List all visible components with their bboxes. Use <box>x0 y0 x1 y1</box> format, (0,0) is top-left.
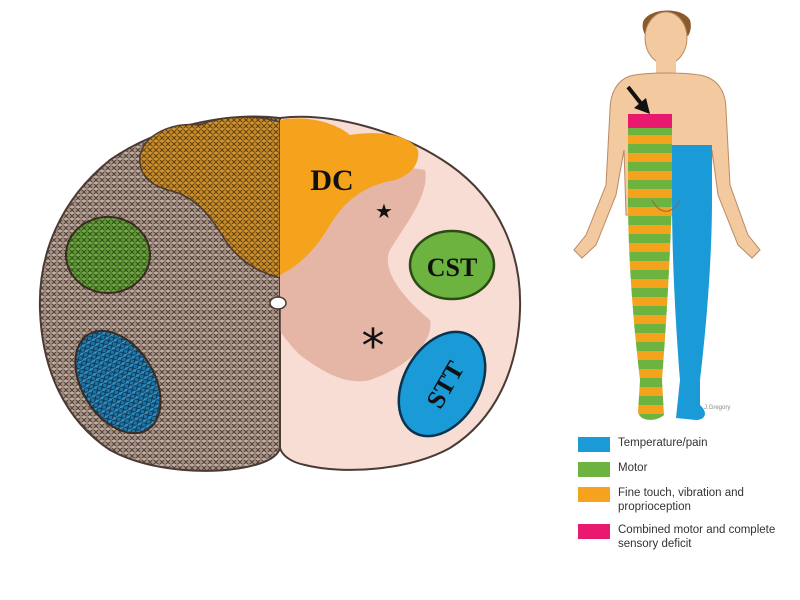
legend-item-combined-deficit: Combined motor and complete sensory defi… <box>578 523 788 551</box>
spinal-cord-right-half <box>280 115 522 471</box>
legend-item-fine-touch: Fine touch, vibration and proprioception <box>578 486 788 514</box>
dorsal-column-label: DC <box>310 164 353 197</box>
arrow-icon <box>626 85 650 114</box>
combined-deficit-band <box>628 114 672 128</box>
body-figure: J.Gregory <box>573 10 761 420</box>
spinal-cord-left-half <box>38 115 280 472</box>
legend-swatch-fine-touch <box>578 487 610 502</box>
central-canal <box>269 296 287 310</box>
corticospinal-tract-right <box>408 229 496 301</box>
spinothalamic-tract-left-lesioned <box>74 329 162 435</box>
legend-swatch-motor <box>578 462 610 477</box>
legend-swatch-temperature-pain <box>578 437 610 452</box>
spinal-cord-section: DC CST STT ★ * <box>38 115 522 472</box>
legend-item-motor: Motor <box>578 461 788 477</box>
corticospinal-tract-label: CST <box>427 253 478 282</box>
legend-item-temperature-pain: Temperature/pain <box>578 436 788 452</box>
dorsal-column-right <box>280 118 419 275</box>
head <box>644 11 688 65</box>
illustrator-credit: J.Gregory <box>704 405 730 411</box>
asterisk-marker: * <box>362 319 385 373</box>
legend-label: Combined motor and complete sensory defi… <box>618 524 776 550</box>
right-leg-temperature-pain <box>672 145 712 420</box>
legend-label: Fine touch, vibration and proprioception <box>618 487 744 513</box>
dorsal-column-left-lesioned <box>139 116 280 279</box>
left-leg-motor-fine-touch <box>628 125 672 420</box>
legend-label: Motor <box>618 462 648 474</box>
legend: Temperature/pain Motor Fine touch, vibra… <box>578 436 788 560</box>
body-outline-groin <box>651 199 681 212</box>
corticospinal-tract-left-lesioned <box>65 216 151 294</box>
star-marker: ★ <box>375 199 393 223</box>
legend-swatch-combined-deficit <box>578 524 610 539</box>
spinothalamic-tract-right <box>397 330 487 438</box>
legend-label: Temperature/pain <box>618 437 708 449</box>
